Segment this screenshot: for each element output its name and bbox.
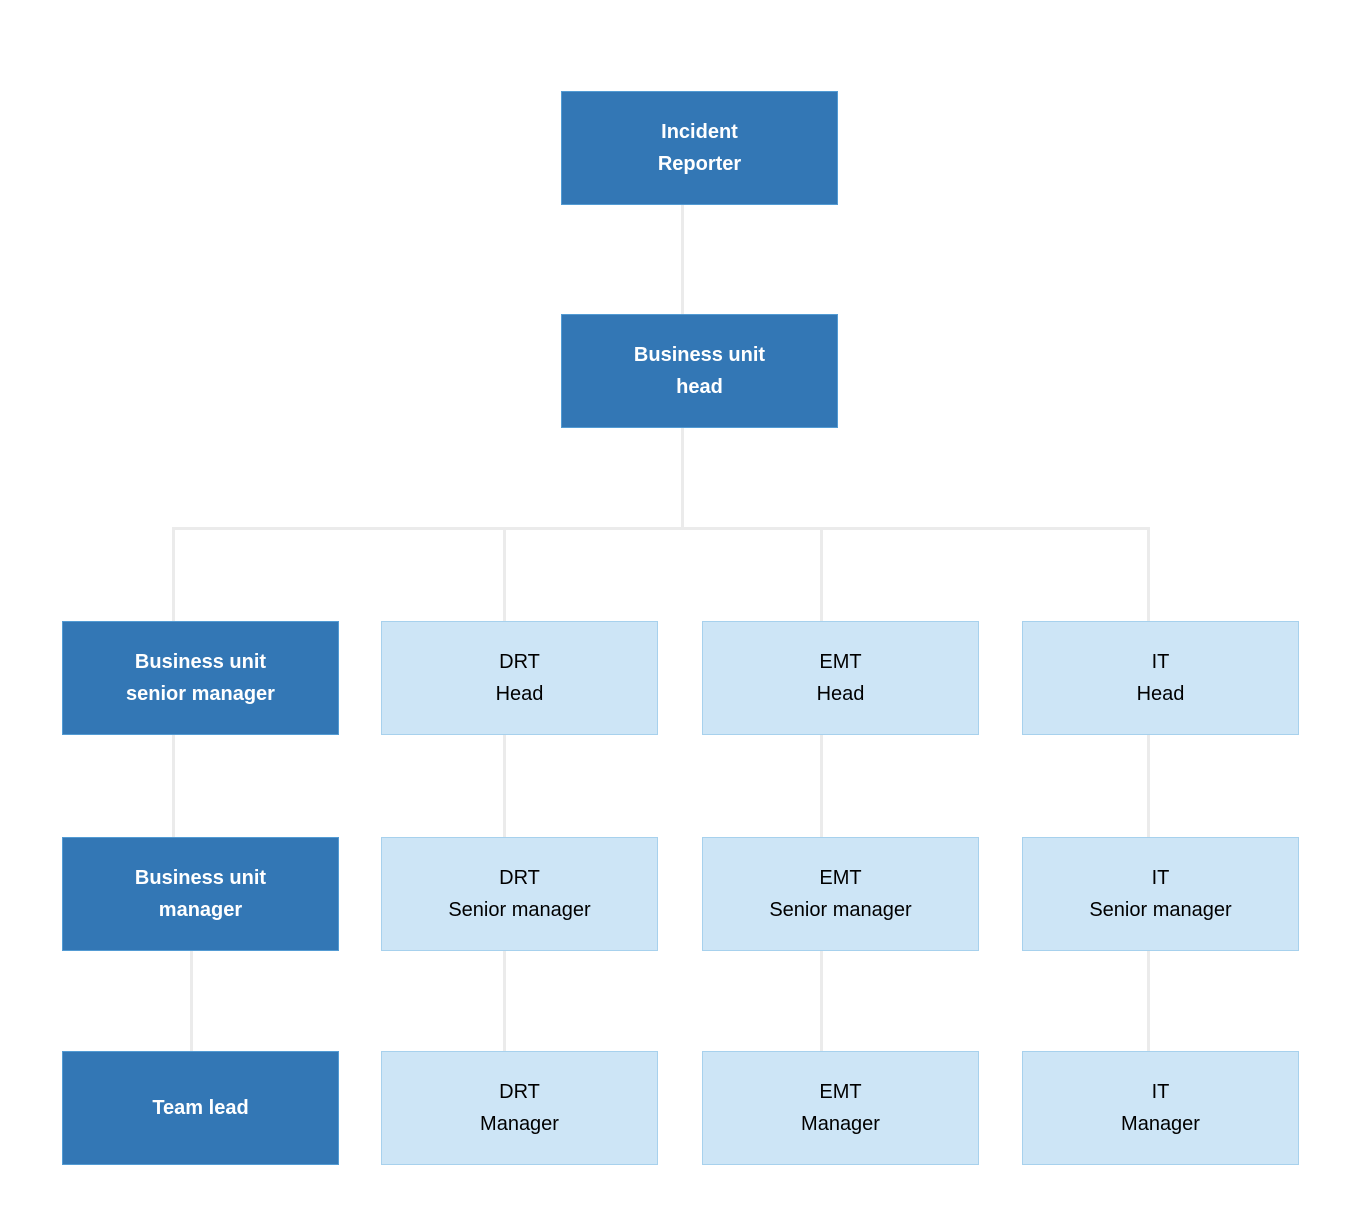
connector-col2-row2-row3 — [503, 951, 506, 1051]
node-it-head: IT Head — [1022, 621, 1299, 735]
node-label: IT Head — [1136, 651, 1185, 705]
node-label: IT Senior manager — [1089, 867, 1232, 921]
node-label: EMT Manager — [801, 1081, 880, 1135]
node-label: Business unit senior manager — [126, 651, 275, 705]
connector-col2-row1-row2 — [503, 735, 506, 837]
connector-branch-to-col3 — [820, 527, 823, 621]
node-drt-head: DRT Head — [381, 621, 658, 735]
node-drt-senior-manager: DRT Senior manager — [381, 837, 658, 951]
connector-col4-row1-row2 — [1147, 735, 1150, 837]
node-business-unit-head: Business unit head — [561, 314, 838, 428]
node-incident-reporter: Incident Reporter — [561, 91, 838, 205]
node-business-unit-senior-manager: Business unit senior manager — [62, 621, 339, 735]
node-label: Business unit head — [633, 344, 766, 398]
node-emt-head: EMT Head — [702, 621, 979, 735]
node-label: Business unit manager — [134, 867, 267, 921]
branch-line — [172, 527, 1150, 530]
connector-branch-to-col4 — [1147, 527, 1150, 621]
node-label: DRT Head — [495, 651, 544, 705]
node-label: Incident Reporter — [657, 121, 742, 175]
node-label: DRT Manager — [480, 1081, 559, 1135]
connector-reporter-to-head — [681, 205, 684, 314]
node-it-manager: IT Manager — [1022, 1051, 1299, 1165]
node-emt-manager: EMT Manager — [702, 1051, 979, 1165]
connector-col3-row2-row3 — [820, 951, 823, 1051]
connector-col4-row2-row3 — [1147, 951, 1150, 1051]
connector-col1-row1-row2 — [172, 735, 175, 837]
connector-branch-to-col2 — [503, 527, 506, 621]
node-label: DRT Senior manager — [448, 867, 591, 921]
node-it-senior-manager: IT Senior manager — [1022, 837, 1299, 951]
connector-col3-row1-row2 — [820, 735, 823, 837]
node-label: EMT Head — [816, 651, 865, 705]
node-label: Team lead — [152, 1097, 249, 1119]
node-drt-manager: DRT Manager — [381, 1051, 658, 1165]
connector-head-to-branch — [681, 428, 684, 528]
node-team-lead: Team lead — [62, 1051, 339, 1165]
node-label: EMT Senior manager — [769, 867, 912, 921]
connector-col1-row2-row3 — [190, 951, 193, 1051]
node-business-unit-manager: Business unit manager — [62, 837, 339, 951]
node-label: IT Manager — [1121, 1081, 1200, 1135]
node-emt-senior-manager: EMT Senior manager — [702, 837, 979, 951]
connector-branch-to-col1 — [172, 527, 175, 621]
